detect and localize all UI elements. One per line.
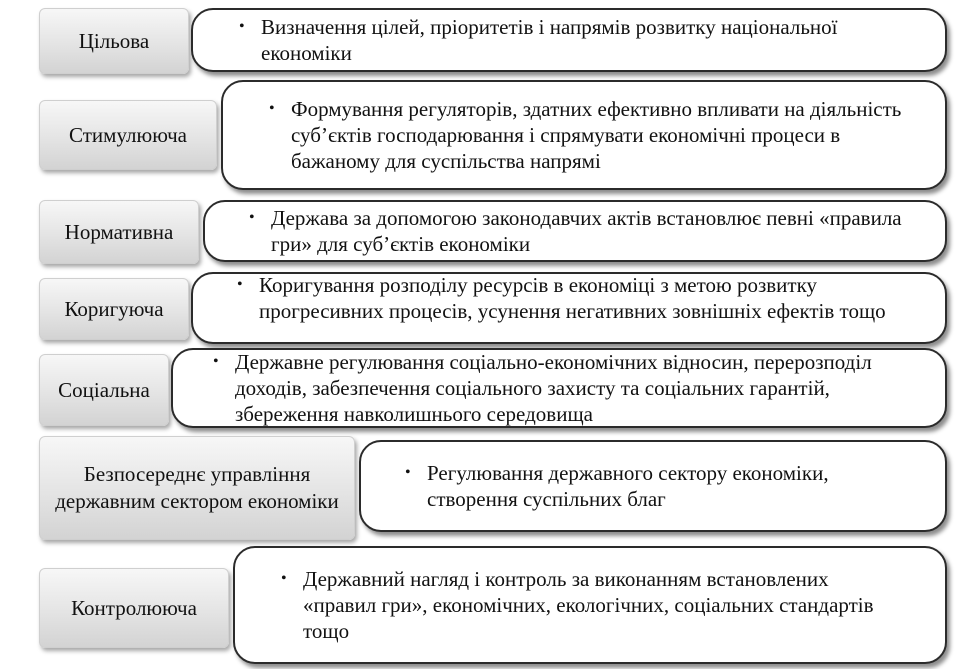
bullet-icon: • [239, 18, 245, 35]
function-label-text: Цільова [78, 28, 150, 53]
bullet-icon: • [213, 353, 219, 370]
function-label-1: Цільова [39, 8, 189, 74]
function-label-text: Стимулююча [69, 122, 187, 147]
function-label-3: Нормативна [39, 200, 199, 264]
function-label-2: Стимулююча [39, 100, 217, 170]
description-item: • Держава за допомогою законодавчих акті… [243, 205, 905, 257]
description-text: Державне регулювання соціально-економічн… [235, 350, 872, 426]
description-item: • Формування регуляторів, здатних ефекти… [263, 96, 905, 174]
function-label-text: Нормативна [64, 219, 174, 244]
description-item: • Державне регулювання соціально-економі… [207, 349, 905, 427]
description-text: Держава за допомогою законодавчих актів … [271, 206, 902, 256]
function-description-1: • Визначення цілей, пріоритетів і напрям… [191, 8, 947, 72]
bullet-icon: • [237, 276, 243, 293]
description-text: Визначення цілей, пріоритетів і напрямів… [261, 15, 838, 65]
function-description-2: • Формування регуляторів, здатних ефекти… [221, 80, 947, 190]
function-description-4: • Коригування розподілу ресурсів в еконо… [191, 272, 947, 344]
description-text: Державний нагляд і контроль за виконання… [303, 567, 874, 643]
function-description-7: • Державний нагляд і контроль за виконан… [233, 546, 947, 664]
function-label-7: Контролююча [39, 568, 229, 648]
function-label-4: Коригуюча [39, 278, 189, 340]
description-item: • Коригування розподілу ресурсів в еконо… [231, 272, 905, 324]
bullet-icon: • [249, 209, 255, 226]
bullet-icon: • [269, 100, 275, 117]
function-description-5: • Державне регулювання соціально-економі… [171, 348, 947, 428]
function-label-6: Безпосереднє управління державним сектор… [39, 436, 355, 540]
description-text: Коригування розподілу ресурсів в економі… [259, 273, 886, 323]
description-text: Регулювання державного сектору економіки… [427, 461, 829, 511]
function-description-6: • Регулювання державного сектору економі… [359, 440, 947, 532]
function-label-5: Соціальна [39, 354, 169, 426]
bullet-icon: • [281, 570, 287, 587]
description-text: Формування регуляторів, здатних ефективн… [291, 97, 902, 173]
function-description-3: • Держава за допомогою законодавчих акті… [203, 200, 947, 262]
description-item: • Регулювання державного сектору економі… [399, 460, 905, 512]
function-label-text: Коригуюча [64, 296, 164, 321]
function-label-text: Контролююча [71, 595, 197, 620]
function-label-text: Соціальна [58, 377, 150, 402]
bullet-icon: • [405, 464, 411, 481]
description-item: • Визначення цілей, пріоритетів і напрям… [233, 14, 905, 66]
function-label-text: Безпосереднє управління державним сектор… [55, 462, 339, 513]
description-item: • Державний нагляд і контроль за виконан… [275, 566, 905, 644]
